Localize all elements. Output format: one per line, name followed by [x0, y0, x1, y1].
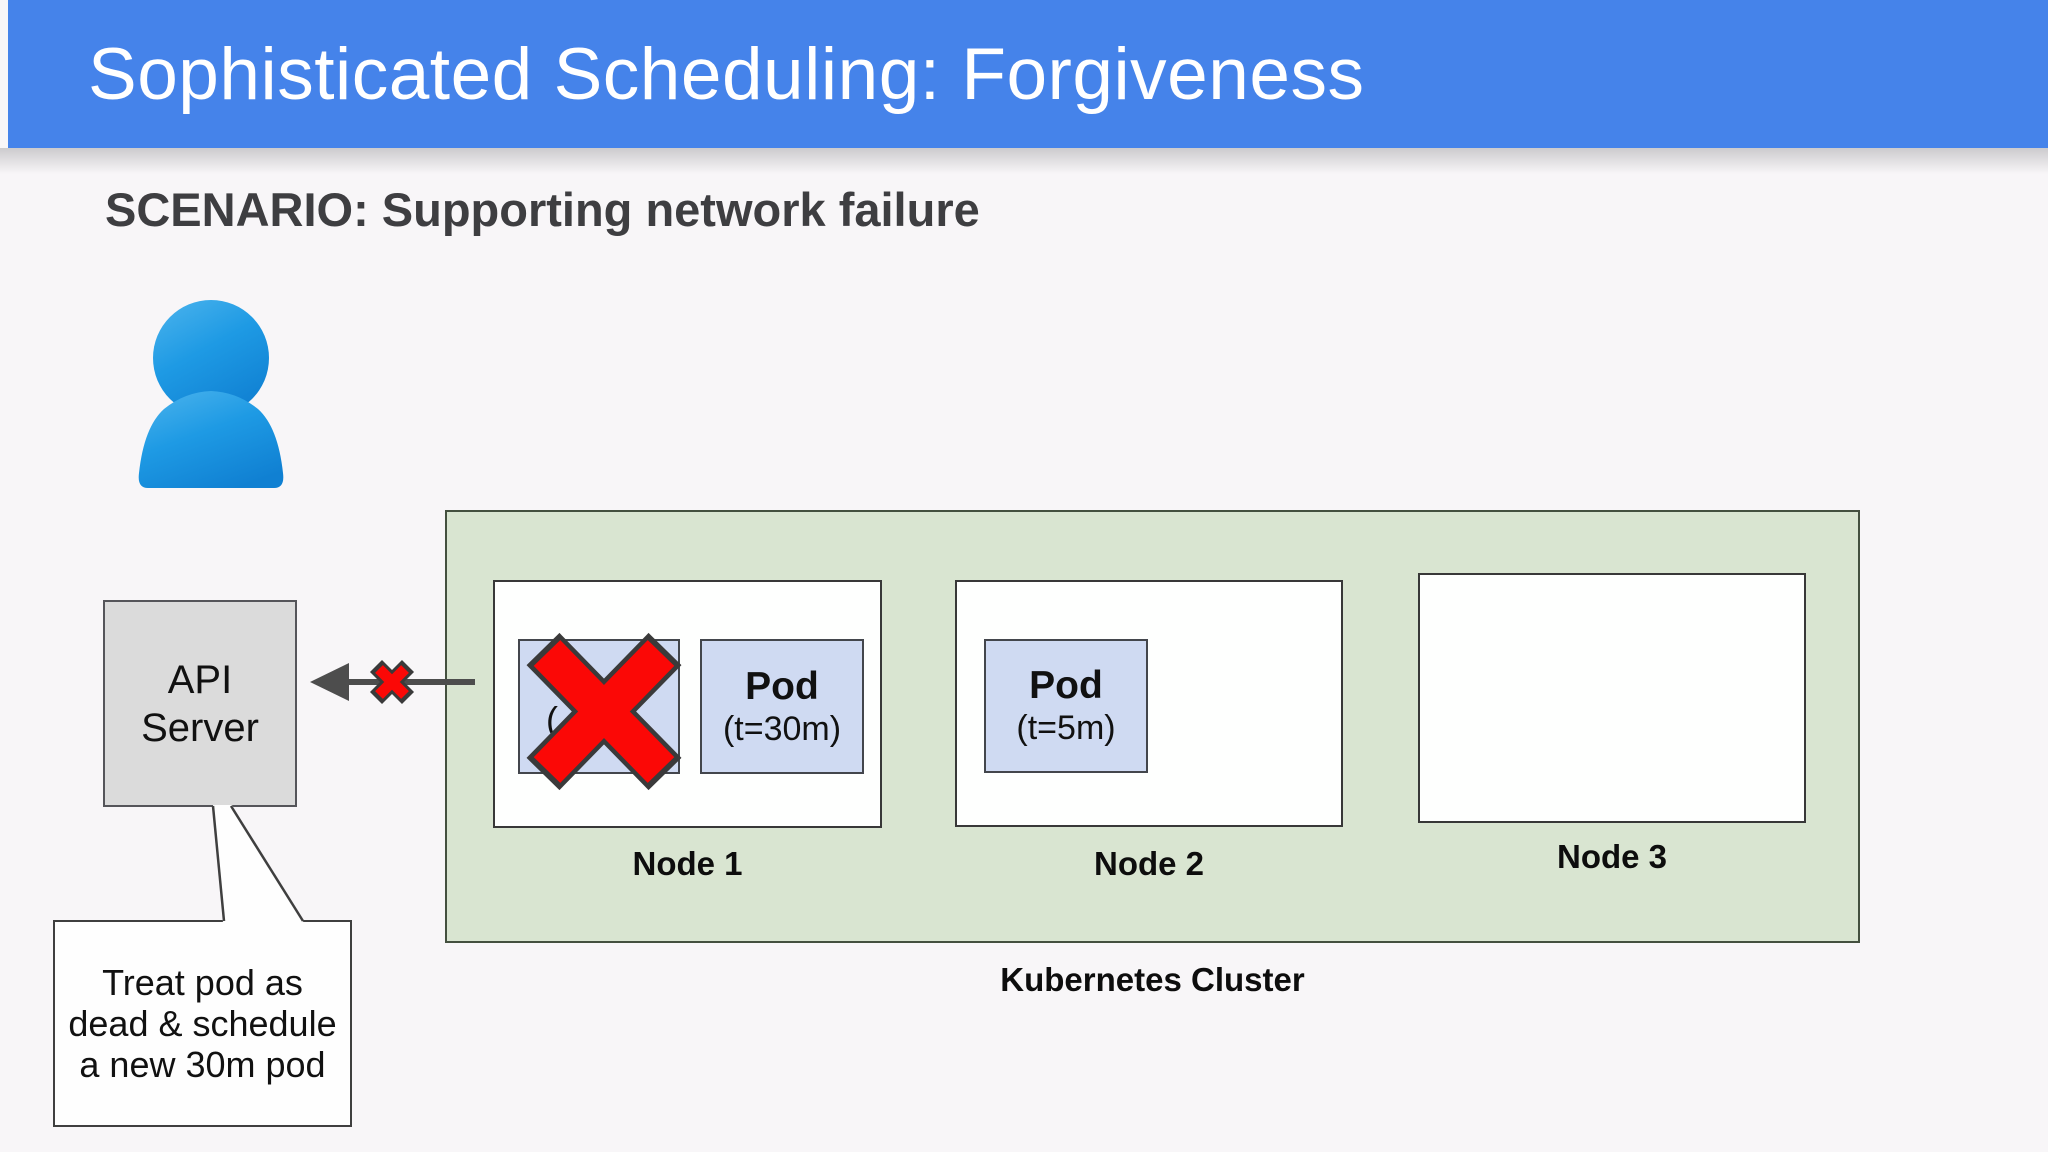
node-3-box: [1418, 573, 1806, 823]
dead-pod-partial-label: (: [546, 699, 558, 740]
user-icon: [138, 300, 284, 488]
api-server-label-line1: API: [167, 657, 233, 702]
pod-5m-time: (t=5m): [1016, 709, 1116, 747]
slide-title: Sophisticated Scheduling: Forgiveness: [88, 33, 1365, 115]
header-shadow: [0, 148, 2048, 174]
callout-tail: [211, 805, 305, 923]
pod-5m-box: Pod (t=5m): [984, 639, 1148, 773]
kubernetes-cluster-label: Kubernetes Cluster: [1000, 961, 1305, 998]
user-icon-head: [153, 300, 269, 416]
node-1-box: ( Pod (t=30m): [493, 580, 882, 828]
api-server-box: API Server: [103, 600, 297, 807]
left-arrow-icon: [310, 663, 349, 701]
pod-5m-name: Pod: [1029, 664, 1103, 707]
connection-failure-x-icon: [369, 659, 415, 705]
node-3-label: Node 3: [1556, 838, 1668, 875]
node-2-box: Pod (t=5m): [955, 580, 1343, 827]
scenario-heading: SCENARIO: Supporting network failure: [105, 183, 980, 236]
pod-30m-name: Pod: [745, 664, 819, 708]
slide-header: Sophisticated Scheduling: Forgiveness: [8, 0, 2048, 148]
callout-line2: dead & schedule: [68, 1003, 337, 1044]
dead-pod-box: (: [518, 639, 680, 774]
pod-30m-box: Pod (t=30m): [700, 639, 864, 774]
node-2-label: Node 2: [1093, 845, 1205, 882]
api-server-label-line2: Server: [141, 705, 259, 750]
node-1-label: Node 1: [632, 845, 743, 882]
pod-30m-time: (t=30m): [722, 709, 842, 748]
user-icon-body: [138, 391, 284, 488]
callout-line3: a new 30m pod: [79, 1044, 326, 1085]
scheduler-callout-bubble: Treat pod as dead & schedule a new 30m p…: [53, 920, 352, 1127]
callout-line1: Treat pod as: [102, 962, 303, 1003]
